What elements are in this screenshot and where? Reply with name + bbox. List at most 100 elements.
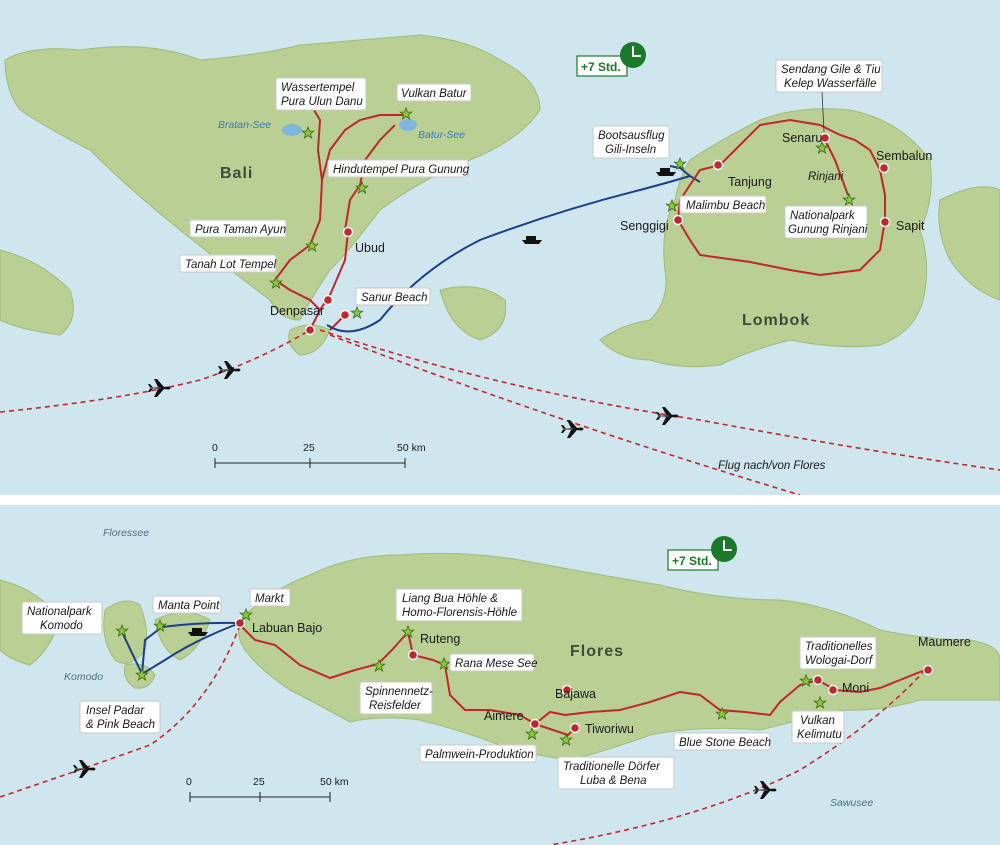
callout-text: Luba & Bena (580, 775, 647, 787)
callout-markt: Markt (249, 588, 291, 607)
scale-tick-label: 0 (186, 776, 192, 788)
region-label-lombok: Lombok (742, 312, 810, 329)
callout-kelimutu: Vulkan Kelimutu (791, 710, 845, 744)
place-label-aimere: Aimere (484, 709, 524, 723)
city-marker (672, 214, 684, 226)
place-label-senaru: Senaru (782, 131, 822, 145)
place-label-tiworiwu: Tiworiwu (585, 722, 634, 736)
city-marker (827, 684, 839, 696)
callout-text: Pura Taman Ayun (195, 224, 286, 236)
region-label-flores: Flores (570, 643, 624, 660)
callout-text: Insel Padar (86, 705, 145, 717)
callout-text: Bootsausflug (598, 130, 665, 142)
nusa-penida (439, 286, 507, 341)
callout-text: Palmwein-Produktion (425, 749, 534, 761)
place-label-tanjung: Tanjung (728, 175, 772, 189)
callout-text: Malimbu Beach (686, 200, 765, 212)
callout-leader-line (821, 91, 825, 133)
callout-taman-ayun: Pura Taman Ayun (189, 219, 287, 238)
callout-palmwein: Palmwein-Produktion (419, 744, 537, 763)
callout-hindutempel: Hindutempel Pura Gunung (327, 159, 470, 178)
callout-text: Komodo (40, 620, 83, 632)
flight-route-bottom-2 (549, 669, 926, 845)
callout-text: Wassertempel (281, 82, 355, 94)
callout-text: Traditionelle Dörfer (563, 761, 661, 773)
callout-rana-mese: Rana Mese See (449, 653, 537, 672)
callout-spinnennetz: Spinnennetz- Reisfelder (359, 681, 433, 715)
callout-text: Manta Point (158, 600, 220, 612)
callout-text: Kelimutu (797, 729, 842, 741)
callout-manta-point: Manta Point (152, 595, 222, 614)
place-label-bajawa: Bajawa (555, 687, 596, 701)
callout-tanah-lot: Tanah Lot Tempel (179, 254, 277, 273)
java-coast (0, 249, 74, 336)
scale-tick-label: 50 km (320, 776, 349, 788)
city-marker (342, 226, 354, 238)
lombok-island (599, 108, 932, 368)
callout-text: Kelep Wasserfälle (784, 78, 876, 90)
place-label-moni: Moni (842, 681, 869, 695)
callout-text: Gunung Rinjani (788, 224, 868, 236)
callout-doerfer: Traditionelle Dörfer Luba & Bena (557, 756, 675, 790)
city-marker (922, 664, 934, 676)
scale-tick-label: 25 (253, 776, 265, 788)
place-label-sapit: Sapit (896, 219, 925, 233)
lake-label-batur: Batur-See (418, 129, 465, 141)
callout-blue-stone: Blue Stone Beach (673, 732, 771, 751)
flight-route-1 (0, 329, 311, 413)
callout-text: Blue Stone Beach (679, 737, 771, 749)
callout-text: Sendang Gile & Tiu (781, 64, 881, 76)
place-label-maumere: Maumere (918, 635, 971, 649)
city-marker (304, 324, 316, 336)
callout-sanur: Sanur Beach (355, 287, 431, 306)
callout-np-komodo: Nationalpark Komodo (21, 601, 103, 635)
city-marker (878, 162, 890, 174)
callout-text: Nationalpark (27, 606, 93, 618)
scale-tick-label: 25 (303, 442, 315, 454)
top-map-panel: Bali Lombok Bratan-See Batur-See Denpasa… (0, 0, 1000, 496)
callout-text: Rana Mese See (455, 658, 537, 670)
callout-bootsausflug: Bootsausflug Gili-Inseln (592, 125, 670, 159)
callout-text: Liang Bua Höhle & (402, 593, 498, 605)
place-label-ruteng: Ruteng (420, 632, 460, 646)
callout-text: Nationalpark (790, 210, 856, 222)
timezone-text: +7 Std. (581, 60, 621, 74)
city-marker (879, 216, 891, 228)
city-marker (812, 674, 824, 686)
timezone-badge: +7 Std. (667, 536, 737, 571)
island-label-komodo: Komodo (64, 671, 103, 683)
place-label-senggigi: Senggigi (620, 219, 669, 233)
bottom-map-panel: Flores Floressee Sawusee Komodo Labuan B… (0, 505, 1000, 845)
flight-label: Flug nach/von Flores (718, 460, 826, 472)
city-marker (529, 718, 541, 730)
timezone-badge: +7 Std. (576, 42, 646, 77)
flight-route-3 (329, 334, 801, 496)
callout-text: Gili-Inseln (605, 144, 656, 156)
callout-text: Vulkan (800, 715, 835, 727)
place-label-denpasar: Denpasar (270, 304, 324, 318)
callout-text: Spinnennetz- (365, 686, 433, 698)
place-label-rinjani: Rinjani (808, 171, 844, 183)
callout-wologai: Traditionelles Wologai-Dorf (799, 636, 877, 670)
sumbawa-coast (938, 186, 1000, 301)
callout-malimbu: Malimbu Beach (679, 195, 767, 214)
callout-text: & Pink Beach (86, 719, 155, 731)
city-marker (569, 722, 581, 734)
panel-divider (0, 495, 1000, 505)
callout-text: Reisfelder (369, 700, 422, 712)
city-marker (322, 294, 334, 306)
callout-nationalpark-rinjani: Nationalpark Gunung Rinjani (784, 205, 868, 239)
callout-text: Vulkan Batur (401, 88, 468, 100)
place-label-labuan-bajo: Labuan Bajo (252, 621, 322, 635)
place-label-sembalun: Sembalun (876, 149, 932, 163)
callout-sendang: Sendang Gile & Tiu Kelep Wasserfälle (775, 59, 883, 93)
flight-route-bottom-1 (0, 624, 241, 798)
scale-bar: 0 25 50 km (186, 776, 349, 802)
callout-text: Markt (255, 593, 285, 605)
lake-label-bratan: Bratan-See (218, 119, 271, 131)
city-marker (339, 309, 351, 321)
lake-batur (399, 119, 417, 131)
scale-tick-label: 0 (212, 442, 218, 454)
